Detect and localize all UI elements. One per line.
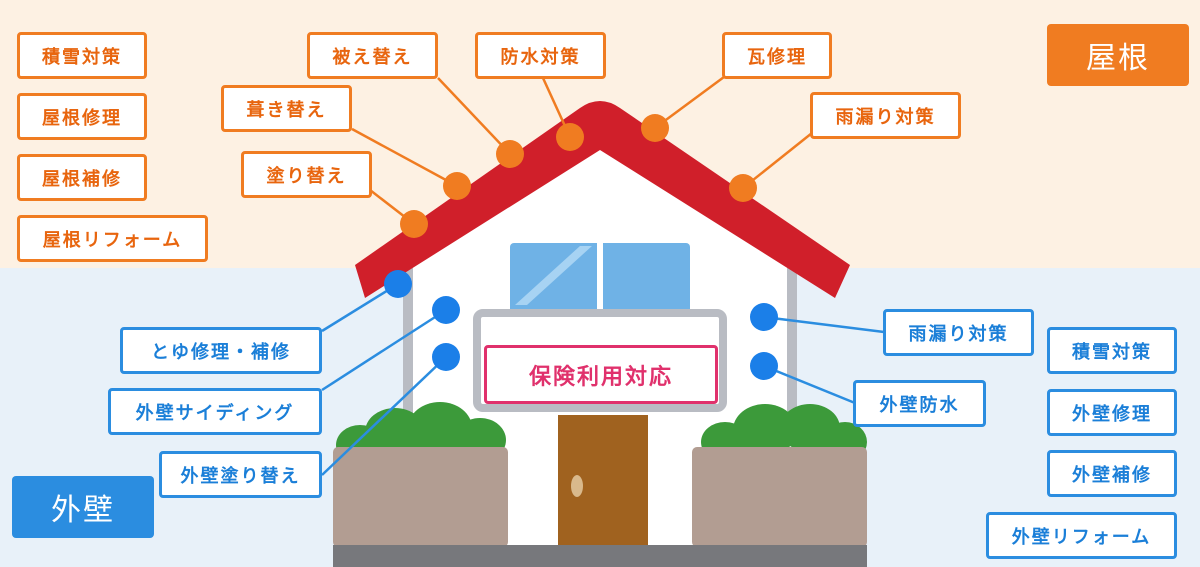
wall-callout-label: 外壁サイディング [108, 388, 322, 435]
wall-point-dot [432, 296, 460, 324]
connector-line [351, 127, 458, 188]
wall-service-label: 外壁補修 [1047, 450, 1177, 497]
roof-point-dot [496, 140, 524, 168]
fence-right [692, 447, 867, 547]
window-shine [515, 246, 592, 305]
door [558, 415, 648, 545]
door-knob [571, 475, 583, 497]
roof-callout-label: 被え替え [307, 32, 438, 79]
wall-point-dot [432, 343, 460, 371]
roof-service-label: 屋根リフォーム [17, 215, 208, 262]
wall-callout-label: 外壁防水 [853, 380, 986, 427]
wall-callout-label: 外壁塗り替え [159, 451, 322, 498]
connector-line [763, 364, 856, 405]
insurance-label: 保険利用対応 [484, 345, 718, 404]
house-right-trim [787, 268, 797, 438]
roof-service-label: 屋根修理 [17, 93, 147, 140]
fence-left [333, 447, 508, 547]
roof-service-label: 積雪対策 [17, 32, 147, 79]
roof-callout-label: 葺き替え [221, 85, 352, 132]
roof-point-dot [400, 210, 428, 238]
wall-point-dot [384, 270, 412, 298]
roof-callout-label: 防水対策 [475, 32, 606, 79]
wall-callout-label: とゆ修理・補修 [120, 327, 322, 374]
wall-point-dot [750, 352, 778, 380]
roof-callout-label: 雨漏り対策 [810, 92, 961, 139]
window-divider [597, 243, 603, 313]
connector-line [742, 132, 813, 189]
roof-point-dot [443, 172, 471, 200]
wall-service-label: 外壁修理 [1047, 389, 1177, 436]
roof-point-dot [641, 114, 669, 142]
ground [333, 545, 867, 567]
connector-line [763, 315, 885, 334]
wall-service-label: 外壁リフォーム [986, 512, 1177, 559]
connector-line [321, 282, 399, 333]
connector-line [321, 356, 447, 476]
connector-line [437, 77, 511, 155]
roof-point-dot [729, 174, 757, 202]
wall-category-badge: 外壁 [12, 476, 154, 538]
house-left-trim [403, 268, 413, 438]
roof-callout-label: 塗り替え [241, 151, 372, 198]
connector-line [321, 308, 447, 392]
wall-point-dot [750, 303, 778, 331]
roof-point-dot [556, 123, 584, 151]
roof-category-badge: 屋根 [1047, 24, 1189, 86]
roof-callout-label: 瓦修理 [722, 32, 832, 79]
connector-line [654, 75, 725, 130]
wall-service-label: 積雪対策 [1047, 327, 1177, 374]
roof-service-label: 屋根補修 [17, 154, 147, 201]
wall-callout-label: 雨漏り対策 [883, 309, 1034, 356]
